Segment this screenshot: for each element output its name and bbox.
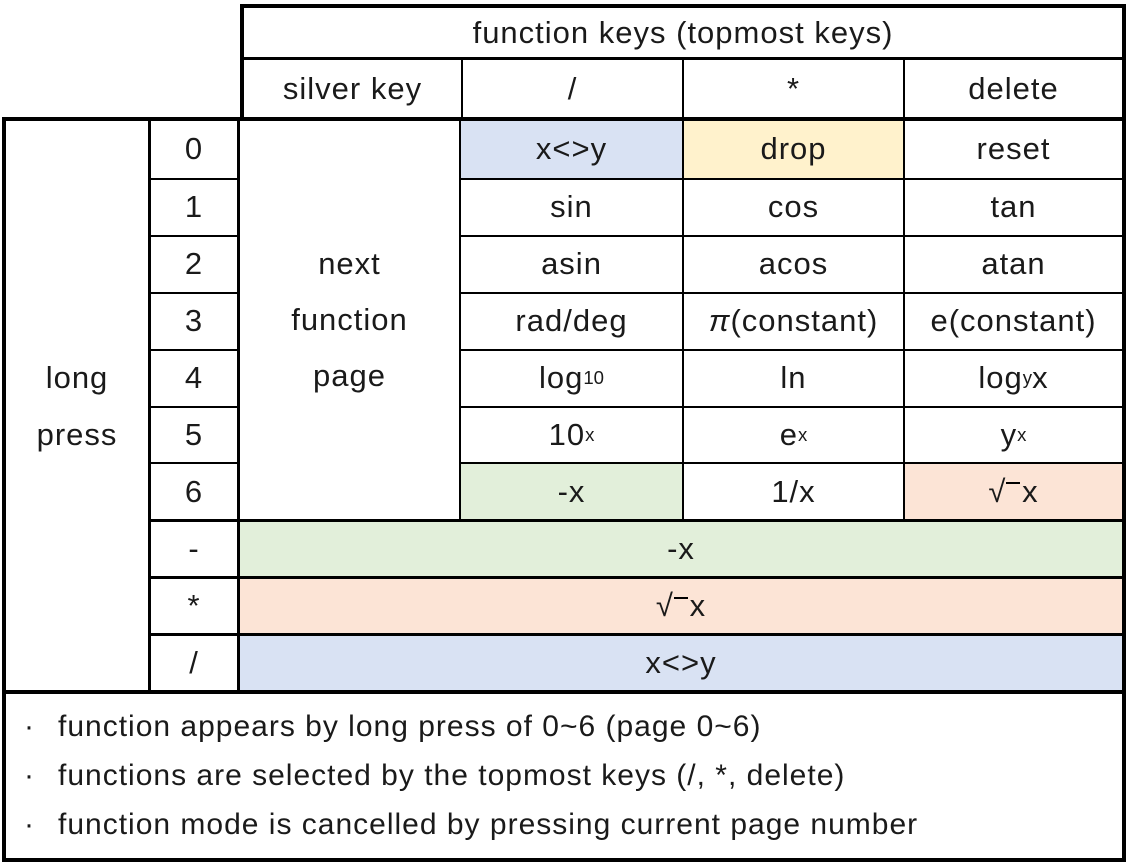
page-key-minus: -: [148, 519, 240, 577]
shortcut-minus-row: -x: [240, 519, 1122, 577]
note-line-1: · function appears by long press of 0~6 …: [24, 710, 1112, 744]
col-header-silver-key: silver key: [282, 70, 423, 106]
function-table: long press 0 1 2 3 4 5 6 - * / next func…: [2, 117, 1126, 690]
next-function-page-line-1: next: [318, 246, 381, 282]
fn-page2-slash: asin: [461, 234, 682, 292]
shortcut-slash-row: x<>y: [240, 633, 1122, 690]
note-text-1: function appears by long press of 0~6 (p…: [58, 709, 762, 743]
fn-page0-slash: x<>y: [461, 121, 682, 178]
column-header-row: silver key / * delete: [244, 60, 1122, 117]
fn-page1-slash: sin: [461, 177, 682, 235]
table-title: function keys (topmost keys): [244, 8, 1122, 60]
fn-page2-delete: atan: [903, 234, 1122, 292]
note-line-2: · functions are selected by the topmost …: [24, 759, 1112, 793]
page-key-star: *: [148, 576, 240, 634]
note-bullet: ·: [24, 758, 35, 792]
col-header-delete: delete: [903, 60, 1122, 117]
fn-page3-delete: e(constant): [903, 291, 1122, 349]
long-press-label: long press: [6, 121, 148, 690]
next-function-page-line-3: page: [313, 358, 386, 394]
fn-page1-star: cos: [682, 177, 903, 235]
fn-page6-slash: -x: [461, 462, 682, 520]
page-key-5: 5: [148, 405, 240, 463]
long-press-line-1: long: [45, 359, 109, 395]
note-bullet: ·: [24, 808, 35, 842]
page-key-slash: /: [148, 633, 240, 690]
function-keys-header-table: function keys (topmost keys) silver key …: [240, 4, 1126, 117]
next-function-page-cell: next function page: [240, 121, 461, 520]
note-text-3: function mode is cancelled by pressing c…: [58, 808, 919, 842]
page-key-1: 1: [148, 177, 240, 235]
page-key-3: 3: [148, 291, 240, 349]
fn-page0-delete: reset: [903, 121, 1122, 178]
col-header-slash: /: [461, 60, 682, 117]
fn-page3-star: π (constant): [682, 291, 903, 349]
fn-page0-star: drop: [682, 121, 903, 178]
notes-panel: · function appears by long press of 0~6 …: [2, 690, 1126, 862]
page-key-2: 2: [148, 234, 240, 292]
page-key-6: 6: [148, 462, 240, 520]
fn-page4-star: ln: [682, 348, 903, 406]
col-header-star: *: [682, 60, 903, 117]
fn-page2-star: acos: [682, 234, 903, 292]
page-key-4: 4: [148, 348, 240, 406]
note-bullet: ·: [24, 709, 35, 743]
page-key-0: 0: [148, 121, 240, 178]
fn-page3-slash: rad/deg: [461, 291, 682, 349]
fn-page6-delete: √x: [903, 462, 1122, 520]
long-press-line-2: press: [36, 416, 118, 452]
next-function-page-line-2: function: [291, 302, 408, 338]
note-line-3: · function mode is cancelled by pressing…: [24, 808, 1112, 842]
fn-page1-delete: tan: [903, 177, 1122, 235]
shortcut-star-row: √x: [240, 576, 1122, 634]
fn-page6-star: 1/x: [682, 462, 903, 520]
note-text-2: functions are selected by the topmost ke…: [58, 758, 846, 792]
